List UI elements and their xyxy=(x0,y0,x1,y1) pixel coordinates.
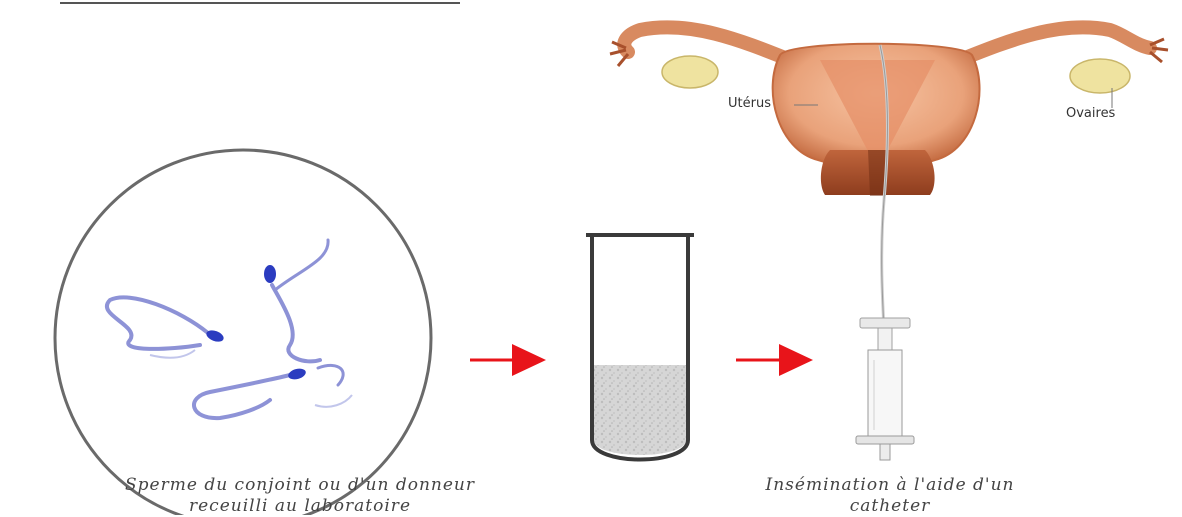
sperm-caption-line-2: receuilli au laboratoire xyxy=(20,496,580,517)
uterus-label: Utérus xyxy=(728,96,771,111)
magnifier-circle xyxy=(55,150,431,515)
sperm-head-2 xyxy=(264,265,276,283)
syringe xyxy=(856,318,914,460)
left-fallopian-tube xyxy=(624,27,790,60)
left-ovary xyxy=(662,56,718,88)
right-ovary xyxy=(1070,59,1130,93)
test-tube xyxy=(586,235,694,460)
test-tube-contents xyxy=(594,365,686,455)
right-fallopian-tube xyxy=(960,27,1150,60)
insemination-caption-line-2: catheter xyxy=(690,496,1090,517)
ovaries-label: Ovaires xyxy=(1066,106,1115,121)
arrow-to-syringe xyxy=(736,344,813,376)
sperm-magnified-view xyxy=(55,150,431,515)
arrow-to-tube xyxy=(470,344,546,376)
sperm-caption-line-1: Sperme du conjoint ou d'un donneur xyxy=(20,475,580,496)
insemination-caption: Insémination à l'aide d'un catheter xyxy=(690,475,1090,517)
sperm-caption: Sperme du conjoint ou d'un donneur receu… xyxy=(20,475,580,517)
insemination-caption-line-1: Insémination à l'aide d'un xyxy=(690,475,1090,496)
